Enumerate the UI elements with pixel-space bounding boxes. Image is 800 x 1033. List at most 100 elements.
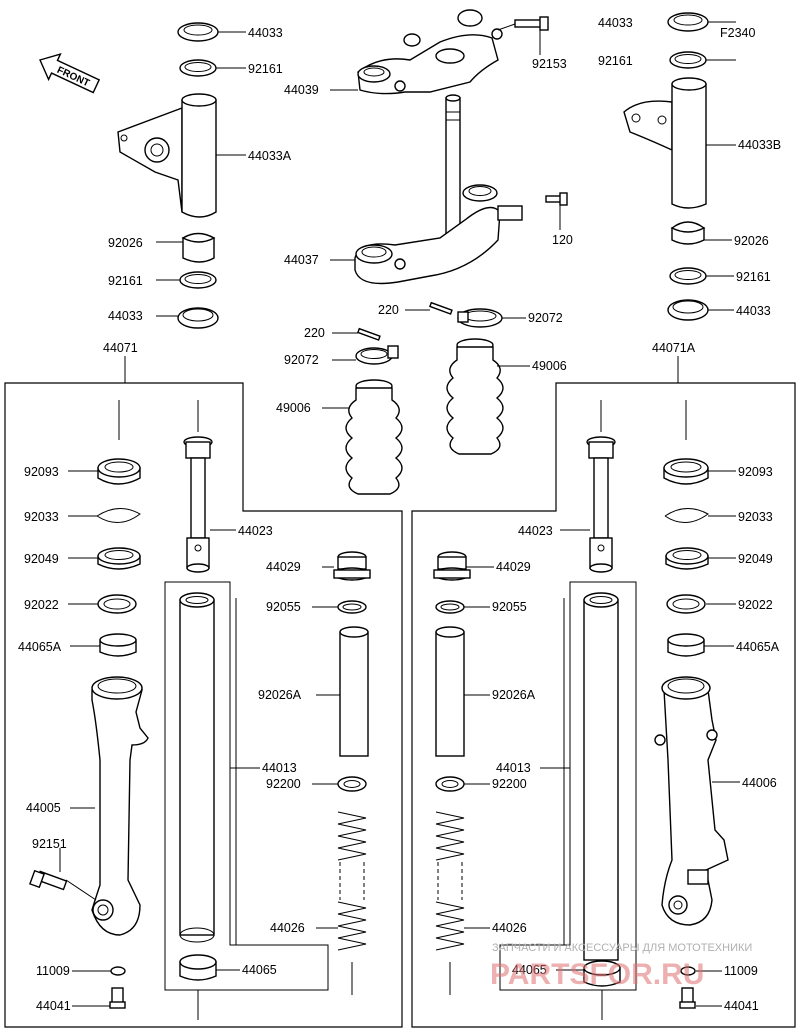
label-49006-center: 49006	[532, 359, 567, 373]
dust-seal-92093-right	[663, 458, 709, 485]
collar-92026A-left	[339, 626, 369, 757]
leader-lines	[59, 21, 740, 1020]
label-92161-top-right: 92161	[598, 54, 633, 68]
watermark-caption: ЗАПЧАСТИ И АКСЕССУАРЫ ДЛЯ МОТОТЕХНИКИ	[492, 942, 752, 954]
label-92055-right: 92055	[492, 600, 527, 614]
label-11009-right: 11009	[724, 964, 758, 978]
label-92022-right: 92022	[738, 598, 773, 612]
spring-44026-left	[337, 811, 367, 951]
label-220-left: 220	[304, 326, 325, 340]
label-92151: 92151	[32, 837, 67, 851]
label-44029-right: 44029	[496, 560, 531, 574]
o-ring-92055-left	[337, 600, 367, 614]
gasket-11009-left	[110, 966, 126, 976]
bolt-92153	[514, 16, 549, 31]
circlip-92161-left	[179, 271, 217, 289]
fork-boot-49006-left	[345, 379, 403, 495]
label-44071A: 44071A	[652, 341, 696, 355]
label-44065-left: 44065	[242, 963, 277, 977]
fork-tube-cover-44033B	[623, 77, 707, 209]
oil-seal-44033-top-right	[667, 12, 709, 32]
oil-seal-92049-left	[97, 547, 141, 570]
label-92093-left: 92093	[24, 465, 59, 479]
label-44065-right: 44065	[512, 963, 547, 977]
stopper-ring-92033-left	[96, 508, 141, 523]
label-44033-left: 44033	[108, 309, 143, 323]
figure-code: F2340	[720, 26, 755, 40]
label-92026-left: 92026	[108, 236, 143, 250]
label-92049-left: 92049	[24, 552, 59, 566]
clamp-92072-center	[457, 308, 503, 328]
inner-tube-44013-right	[583, 592, 619, 961]
left-fork-assembly-frame	[4, 382, 403, 1028]
label-92055-left: 92055	[266, 600, 301, 614]
washer-92022-left	[97, 594, 137, 614]
label-44026-right: 44026	[492, 921, 527, 935]
bushing-44065-left	[179, 954, 217, 981]
oil-seal-44033-top-left	[177, 22, 219, 42]
circlip-92161-top-right	[669, 51, 707, 69]
outer-tube-44005	[91, 676, 149, 936]
label-44005: 44005	[26, 801, 61, 815]
fork-tube-cover-44033A	[117, 93, 217, 218]
label-44013-left: 44013	[262, 761, 297, 775]
label-92022-left: 92022	[24, 598, 59, 612]
label-44041-right: 44041	[724, 999, 759, 1013]
bolt-92151	[29, 869, 68, 891]
oil-seal-44033-left	[177, 307, 219, 329]
label-92033-right: 92033	[738, 510, 773, 524]
right-inner-tube-frame	[499, 581, 637, 991]
label-44033-top-right: 44033	[598, 16, 633, 30]
washer-92022-right	[666, 594, 706, 614]
label-92200-right: 92200	[492, 777, 527, 791]
label-92049-right: 92049	[738, 552, 773, 566]
collar-92026-right	[670, 221, 706, 245]
cylinder-44023-left	[183, 436, 213, 573]
label-44039: 44039	[284, 83, 319, 97]
label-92161-left: 92161	[108, 274, 143, 288]
washer-92200-right	[435, 776, 465, 792]
label-44037: 44037	[284, 253, 319, 267]
bushing-44065A-left	[99, 633, 137, 657]
collar-92026A-right	[435, 626, 465, 757]
inner-tube-44013-left	[179, 592, 215, 943]
label-92026-right: 92026	[734, 234, 769, 248]
outer-tube-44006	[654, 676, 729, 926]
label-92093-right: 92093	[738, 465, 773, 479]
circlip-92161-right	[669, 267, 707, 285]
dust-seal-92093-left	[97, 458, 141, 485]
label-92161-top-left: 92161	[248, 62, 283, 76]
label-44033-top-left: 44033	[248, 26, 283, 40]
bushing-44065A-right	[667, 633, 705, 657]
label-44033B: 44033B	[738, 138, 781, 152]
label-92161-right: 92161	[736, 270, 771, 284]
label-92072-center: 92072	[528, 311, 563, 325]
label-44065A-right: 44065A	[736, 640, 780, 654]
cylinder-44023-right	[586, 436, 616, 573]
steering-stem-44037	[354, 94, 523, 285]
label-92153: 92153	[532, 57, 567, 71]
bolt-120	[545, 192, 568, 206]
label-120: 120	[552, 233, 573, 247]
label-220-center: 220	[378, 303, 399, 317]
label-49006-left: 49006	[276, 401, 311, 415]
label-44041-left: 44041	[36, 999, 71, 1013]
label-92026A-left: 92026A	[258, 688, 302, 702]
fork-boot-49006-center	[446, 338, 504, 455]
o-ring-92055-right	[435, 600, 465, 614]
label-44023-right: 44023	[518, 524, 553, 538]
label-44065A-left: 44065A	[18, 640, 62, 654]
label-92033-left: 92033	[24, 510, 59, 524]
oil-seal-92049-right	[665, 547, 709, 570]
label-44033-right: 44033	[736, 304, 771, 318]
washer-92200-left	[337, 776, 367, 792]
upper-bracket-44039	[357, 9, 503, 95]
watermark-logo: PARTSFOR.RU	[490, 958, 704, 991]
bushing-44065-right	[583, 960, 621, 987]
gasket-11009-right	[680, 966, 696, 976]
oil-seal-44033-right	[667, 299, 709, 321]
drain-bolt-44041-right	[679, 987, 696, 1009]
label-44033A: 44033A	[248, 149, 292, 163]
clamp-92072-left	[355, 345, 399, 365]
